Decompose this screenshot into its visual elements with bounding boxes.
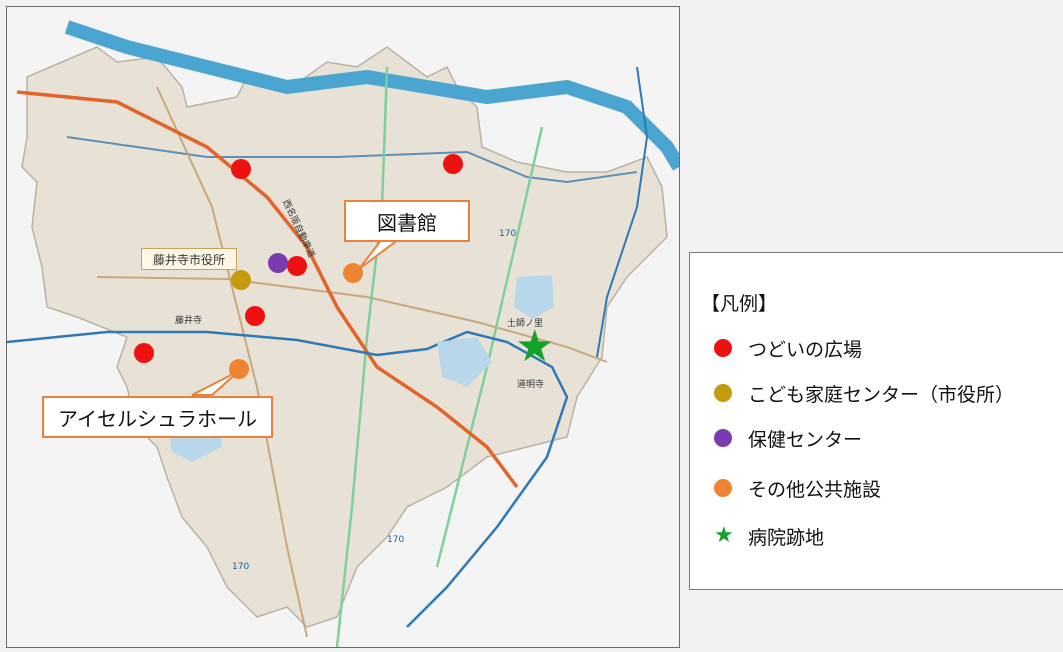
tsudoi-marker[interactable] <box>134 343 154 363</box>
tsudoi-marker[interactable] <box>443 154 463 174</box>
route-170-label: 170 <box>499 229 517 239</box>
green-road <box>335 66 389 647</box>
railway-north <box>596 66 649 358</box>
purple-dot-icon <box>714 429 732 447</box>
pond <box>437 337 492 387</box>
legend-item-tsudoi: つどいの広場 <box>714 333 862 363</box>
legend-item-hoken: 保健センター <box>714 423 862 453</box>
legend-label: こども家庭センター（市役所） <box>748 383 1015 406</box>
hospital-site-star-icon[interactable]: ★ <box>515 321 555 372</box>
library-marker[interactable] <box>343 263 363 283</box>
river <box>64 20 679 171</box>
library-callout: 図書館 <box>344 200 470 242</box>
legend-label: その他公共施設 <box>748 478 882 501</box>
tsudoi-marker[interactable] <box>245 306 265 326</box>
route-170-label: 170 <box>232 562 250 572</box>
tsudoi-marker[interactable] <box>287 256 307 276</box>
city-hall-label: 藤井寺市役所 <box>141 248 237 270</box>
tsudoi-marker[interactable] <box>231 159 251 179</box>
river-branch <box>66 136 638 184</box>
route-170-label: 170 <box>387 535 405 545</box>
legend-label: つどいの広場 <box>748 338 863 361</box>
city-area <box>21 46 668 628</box>
callout-leaders <box>191 238 402 396</box>
legend-item-kodomo: こども家庭センター（市役所） <box>714 378 1014 408</box>
legend-item-other: その他公共施設 <box>714 473 881 503</box>
expressway <box>16 90 519 489</box>
aisel-hall-callout: アイセルシュラホール <box>42 396 273 438</box>
legend-label: 保健センター <box>748 428 863 451</box>
station-label-fujiidera: 藤井寺 <box>175 316 203 326</box>
railway <box>7 330 569 628</box>
pond <box>514 275 554 319</box>
gold-dot-icon <box>714 384 732 402</box>
kodomo-center-marker[interactable] <box>231 270 251 290</box>
star-icon: ★ <box>714 523 734 548</box>
health-center-marker[interactable] <box>268 253 288 273</box>
legend-label: 病院跡地 <box>748 526 825 549</box>
station-label-domyoji: 道明寺 <box>517 380 545 390</box>
red-dot-icon <box>714 339 732 357</box>
orange-dot-icon <box>714 479 732 497</box>
local-road <box>156 86 308 638</box>
city-map <box>7 20 679 647</box>
legend-item-hospital: ★ 病院跡地 <box>714 521 824 551</box>
legend: 【凡例】 つどいの広場 こども家庭センター（市役所） 保健センター その他公共施… <box>689 252 1063 590</box>
local-road <box>96 276 608 363</box>
map-frame: 藤井寺市役所 西名阪自動車道 藤井寺 道明寺 土師ノ里 170 170 170 … <box>6 6 680 648</box>
legend-title: 【凡例】 <box>701 293 778 315</box>
station-label-hajinosato: 土師ノ里 <box>507 319 544 329</box>
